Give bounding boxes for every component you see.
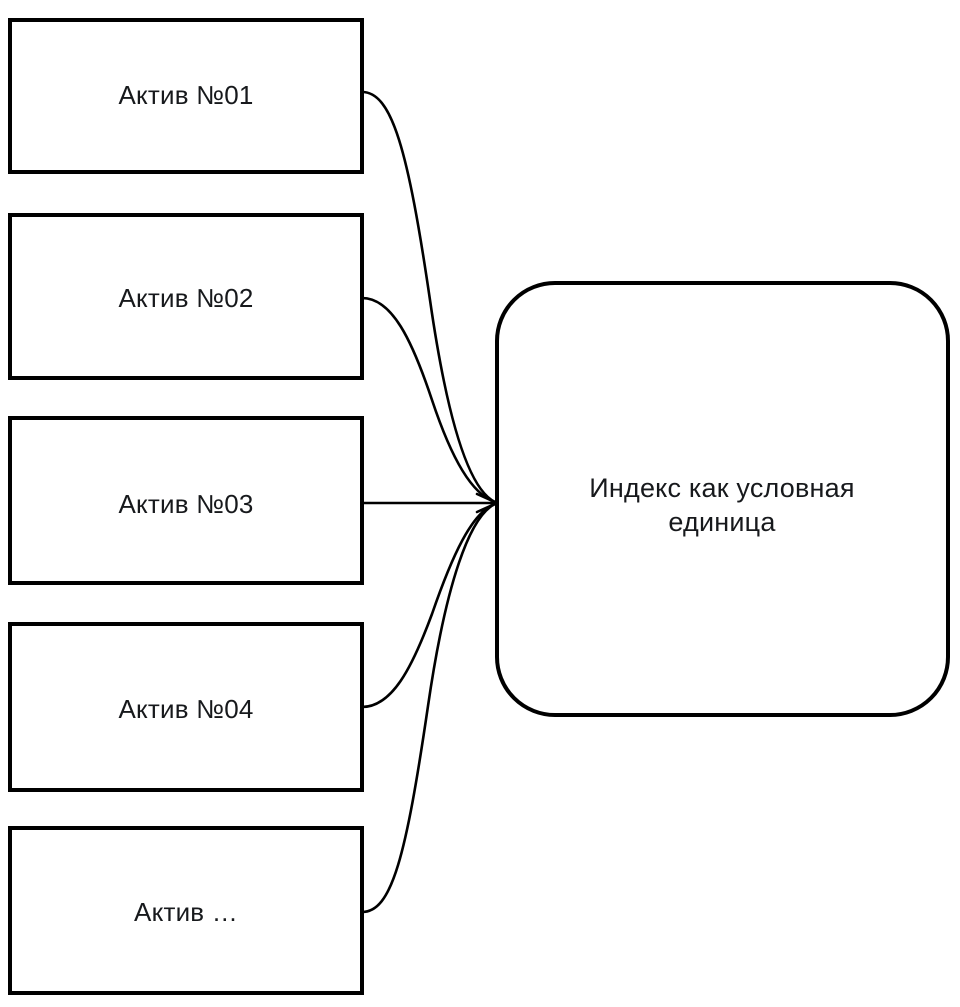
node-asset-more-shape[interactable]: [8, 826, 364, 995]
edge-asset-04-to-index: [360, 502, 497, 709]
node-asset-03-shape[interactable]: [8, 416, 364, 585]
node-asset-02-shape[interactable]: [8, 213, 364, 380]
edge-asset-01-to-index: [360, 90, 497, 504]
edge-asset-more-to-index: [360, 502, 497, 914]
edge-asset-02-to-index: [360, 296, 497, 504]
arrowhead-icon: [475, 492, 499, 514]
node-asset-04-shape[interactable]: [8, 622, 364, 792]
node-index-shape[interactable]: [495, 281, 950, 717]
node-asset-01-shape[interactable]: [8, 18, 364, 174]
